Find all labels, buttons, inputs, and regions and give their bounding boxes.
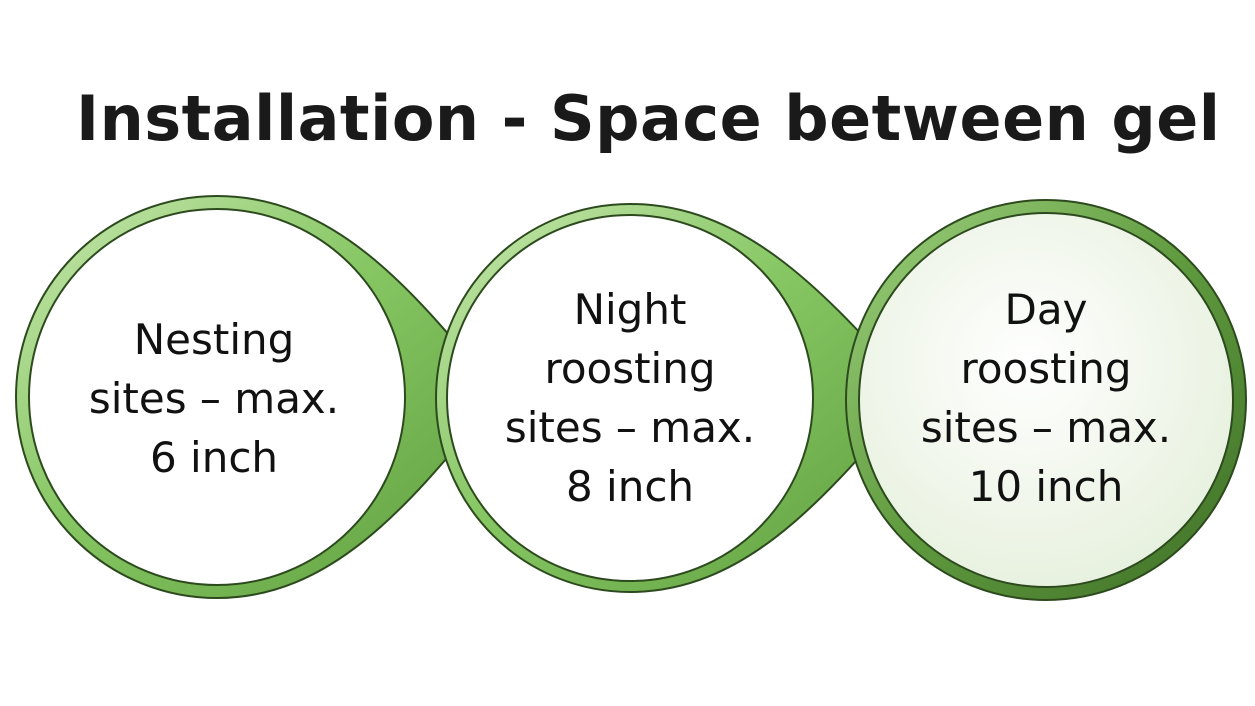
node-1-line-1: Nesting <box>133 315 295 364</box>
page-title: Installation - Space between gel <box>76 82 1221 155</box>
node-3-label: Day roosting sites – max. 10 inch <box>896 280 1196 516</box>
node-3-inner <box>858 212 1234 588</box>
node-1-inner <box>28 208 406 586</box>
node-1-line-2: sites – max. <box>88 374 340 423</box>
node-3-line-4: 10 inch <box>968 462 1124 511</box>
node-2-line-1: Night <box>573 285 687 334</box>
node-1-line-3: 6 inch <box>149 433 279 482</box>
node-3-line-2: roosting <box>960 344 1132 393</box>
node-3-line-3: sites – max. <box>920 403 1172 452</box>
node-2-line-2: roosting <box>544 344 716 393</box>
node-2-line-3: sites – max. <box>504 403 756 452</box>
node-1-label: Nesting sites – max. 6 inch <box>64 310 364 487</box>
node-2-shape <box>435 202 918 594</box>
node-1-shape <box>15 194 502 600</box>
node-2-line-4: 8 inch <box>565 462 695 511</box>
node-3-line-1: Day <box>1004 285 1088 334</box>
node-2-label: Night roosting sites – max. 8 inch <box>480 280 780 516</box>
node-2-inner <box>446 214 814 582</box>
node-3-shape <box>845 199 1247 601</box>
